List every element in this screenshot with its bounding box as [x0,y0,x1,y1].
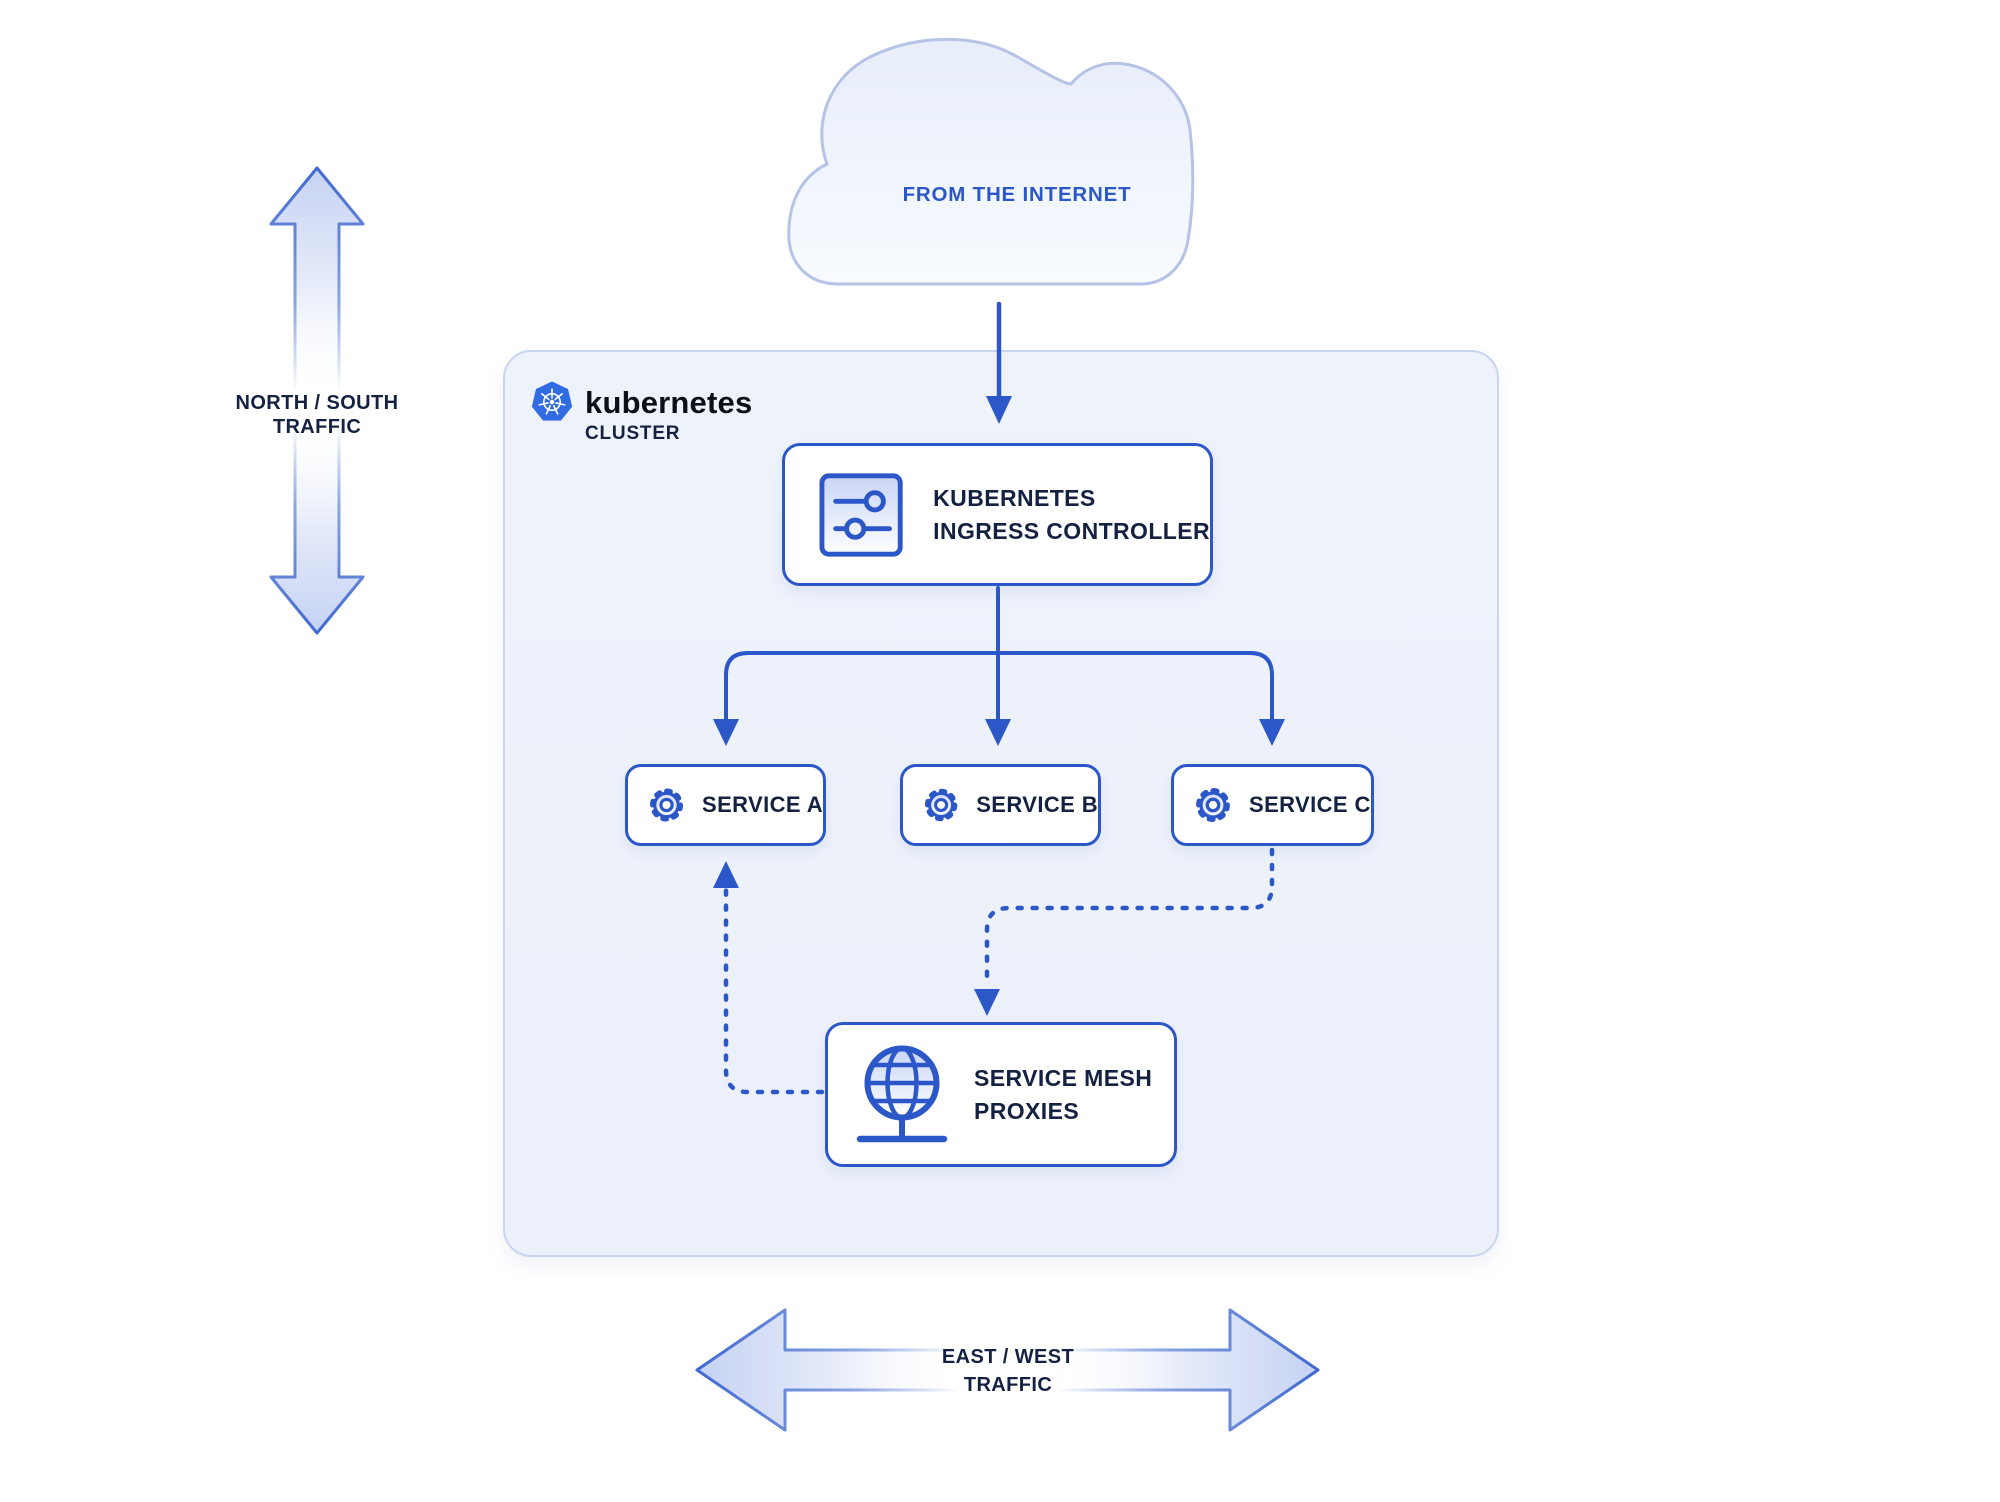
label-line: NORTH / SOUTH [235,392,399,414]
service-label: SERVICE C [1249,792,1371,817]
service-label: SERVICE B [976,792,1098,817]
kubernetes-logo-icon [531,381,573,421]
arrow-cloud-to-ingress [986,301,1012,424]
gear-icon [649,788,684,822]
cluster-label: CLUSTER [585,423,681,444]
east-west-traffic-label: EAST / WEST TRAFFIC [858,1343,1158,1399]
ingress-controller-label: KUBERNETES INGRESS CONTROLLER [933,482,1210,548]
label-line: SERVICE MESH [974,1064,1153,1091]
west-arrow [695,1308,962,1432]
branch-left [724,651,1000,722]
globe-icon [856,1045,948,1142]
service-c-box: SERVICE C [1171,764,1374,846]
vertical-double-arrow [269,166,365,635]
gear-icon [924,788,958,822]
connector-service-c-to-mesh [974,847,1275,1016]
arrowhead [713,719,739,746]
connector-mesh-to-service-a [713,861,825,1095]
ingress-controller-box: KUBERNETES INGRESS CONTROLLER [782,443,1213,586]
label-line: INGRESS CONTROLLER [933,517,1210,544]
label-line: TRAFFIC [963,1374,1053,1396]
service-label: SERVICE A [702,792,823,817]
cloud-shape [787,37,1195,286]
east-arrow [1056,1308,1320,1432]
label-line: TRAFFIC [272,416,362,438]
horizontal-double-arrow [695,1308,1320,1432]
arrowhead [713,861,739,888]
service-b-box: SERVICE B [900,764,1101,846]
arrowhead [974,989,1000,1016]
arrowhead [985,719,1011,746]
service-mesh-box: SERVICE MESH PROXIES [825,1022,1177,1167]
service-mesh-label: SERVICE MESH PROXIES [974,1062,1152,1128]
south-arrow [269,418,365,635]
label-line: KUBERNETES [933,484,1096,511]
north-arrow [269,166,365,397]
gear-icon [1196,788,1230,822]
branch-right [996,651,1274,722]
kubernetes-brand: kubernetes [585,385,753,420]
label-line: PROXIES [974,1097,1080,1124]
arrowhead [1259,719,1285,746]
north-south-traffic-label: NORTH / SOUTH TRAFFIC [217,391,417,439]
sliders-icon [819,472,903,557]
label-line: EAST / WEST [941,1346,1075,1368]
arrowhead [986,396,1012,424]
connector-ingress-to-services [713,586,1285,746]
internet-cloud-label: FROM THE INTERNET [902,183,1132,206]
service-a-box: SERVICE A [625,764,826,846]
